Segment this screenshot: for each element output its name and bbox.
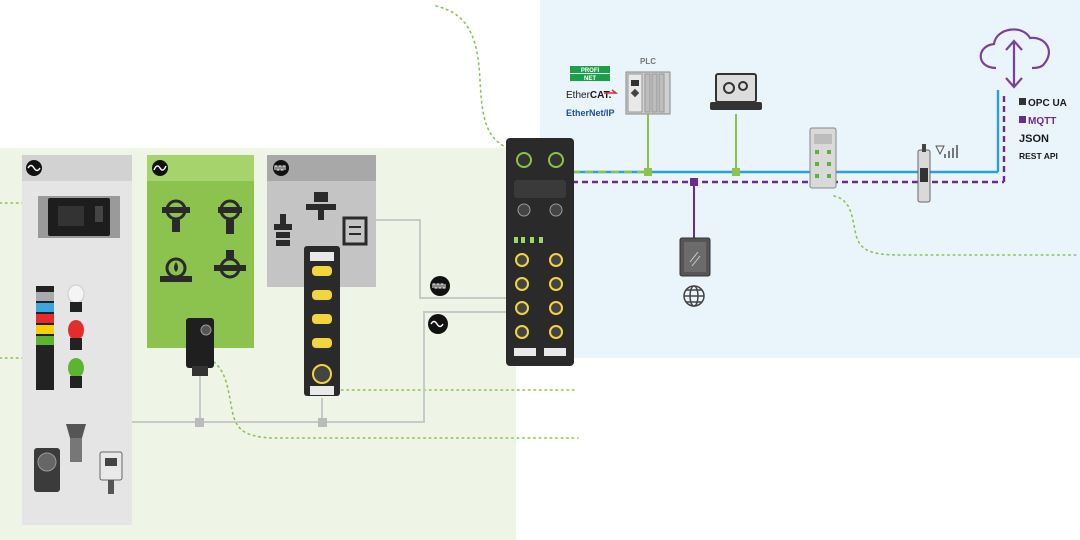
field-wiring	[130, 219, 508, 423]
temperature-sensor-icon	[214, 250, 246, 279]
cloud-protocol-rest-api: REST API	[1019, 151, 1058, 161]
mqtt-logo-mark	[1019, 116, 1026, 123]
cloud-protocol-opcua: OPC UA	[1028, 98, 1067, 109]
wireless-tablet-icon	[679, 237, 711, 277]
plc-device	[625, 71, 671, 115]
pressure-sensor-icon	[218, 199, 242, 234]
cloud-protocol-mqtt: MQTT	[1028, 116, 1056, 127]
level-sensor-icon	[160, 257, 192, 282]
ethernet-switch-device	[809, 127, 837, 189]
cloud-protocol-list: OPC UA MQTT JSON REST API	[1019, 98, 1067, 161]
panel-process-sensors	[147, 155, 254, 376]
signal-lamp-white	[67, 284, 85, 312]
io-link-master-device	[506, 138, 574, 366]
ethercat-suffix: CAT.	[590, 90, 612, 101]
io-link-hub-device	[304, 246, 340, 396]
cloud-protocol-json: JSON	[1019, 133, 1049, 145]
vision-sensor-device	[34, 448, 60, 492]
signal-lamp-green	[68, 358, 84, 388]
rfid-reader-icon	[99, 451, 123, 494]
panel-digital-devices	[267, 155, 376, 287]
stack-light-icon	[36, 286, 54, 390]
signal-antenna-icon	[935, 145, 958, 158]
opcua-logo-mark	[1019, 98, 1026, 105]
profinet-logo-line2: NET	[584, 76, 596, 82]
ethercat-prefix: Ether	[566, 90, 591, 101]
valve-actuator-icon	[274, 214, 292, 246]
pushbutton-icon	[306, 192, 336, 220]
panel-analog-devices	[22, 155, 132, 525]
globe-icon	[683, 285, 705, 307]
analog-signal-icon	[428, 314, 448, 334]
flow-sensor-device	[186, 318, 214, 376]
dotted-connection-lines	[0, 5, 1079, 439]
proximity-sensor-device	[66, 424, 86, 462]
digital-pulse-icon	[273, 160, 289, 176]
display-panel-icon	[342, 216, 368, 246]
laptop-gear-icon	[710, 73, 762, 110]
ethercat-logo: EtherCAT.	[566, 89, 619, 101]
ethernetip-logo: EtherNet/IP	[566, 108, 615, 118]
digital-pulse-icon	[430, 276, 450, 296]
wire-junction	[195, 418, 204, 427]
signal-lamp-red	[68, 320, 84, 350]
wire-junction	[318, 418, 327, 427]
wireless-gateway-device	[917, 144, 931, 203]
profinet-logo-line1: PROFI	[581, 68, 600, 74]
profinet-logo: PROFI NET	[570, 66, 610, 82]
cloud-upload-download-icon	[979, 28, 1050, 89]
sine-signal-icon	[152, 160, 168, 176]
analog-signal-icon	[26, 160, 42, 176]
control-module-device	[38, 196, 120, 238]
plc-label: PLC	[640, 57, 656, 66]
flow-meter-icon	[162, 199, 190, 232]
svg-text:EtherCAT.: EtherCAT.	[566, 90, 612, 101]
